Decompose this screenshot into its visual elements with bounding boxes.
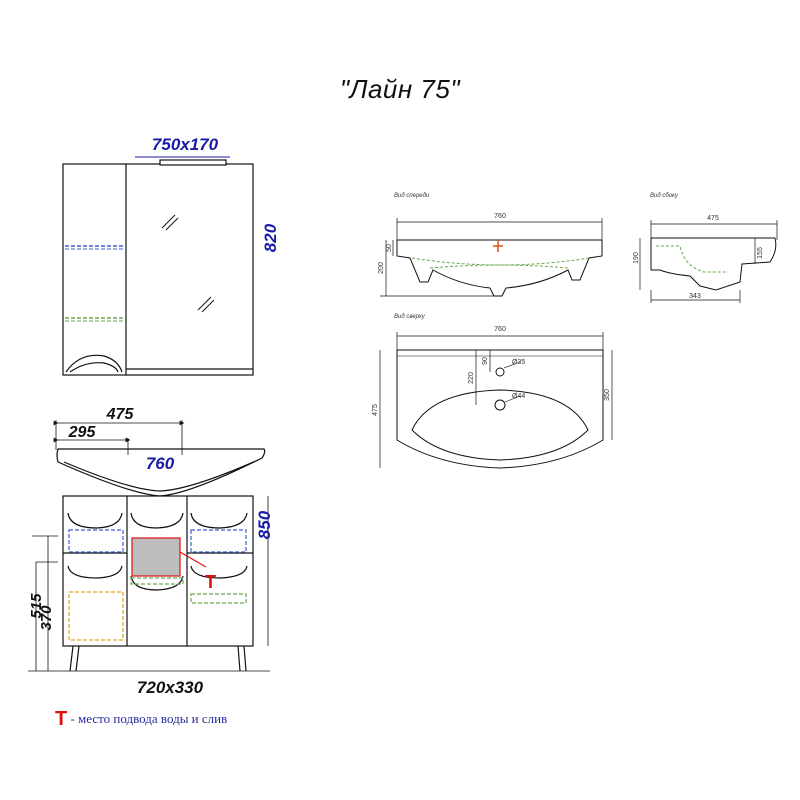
top-depth-label: 475 [372, 404, 379, 416]
top-hole1-label: Ø35 [512, 359, 525, 366]
mirror-cabinet [62, 156, 254, 376]
legend: Т - место подвода воды и слив [55, 708, 227, 731]
sink-side-view [639, 220, 778, 303]
vanity-height-label: 850 [255, 510, 274, 539]
front-h50-label: 50 [386, 244, 393, 252]
side-view-label: Вид сбоку [650, 193, 679, 199]
vanity-base-label: 720x330 [137, 678, 204, 697]
front-width-label: 760 [494, 213, 506, 220]
side-h190-label: 190 [633, 252, 640, 264]
sink-top-view [379, 332, 613, 469]
drawing-title: "Лайн 75" [339, 74, 461, 104]
side-depth-label: 475 [707, 215, 719, 222]
vanity-unit [28, 420, 270, 672]
front-view-label: Вид спереди [394, 193, 430, 199]
top-d350-label: 350 [604, 389, 611, 401]
water-marker: T [205, 572, 216, 592]
top-width-label: 760 [494, 326, 506, 333]
front-h200-label: 200 [378, 262, 385, 274]
legend-marker: Т [55, 708, 68, 730]
mirror-size-label: 750x170 [152, 135, 219, 154]
top-d220-label: 220 [468, 372, 475, 384]
side-d343-label: 343 [689, 293, 701, 300]
vanity-offset-label: 295 [68, 424, 97, 441]
sink-front-view [380, 218, 603, 297]
vanity-depth-label: 475 [106, 406, 135, 423]
vanity-width-label: 760 [146, 454, 175, 473]
mirror-height-label: 820 [261, 223, 280, 252]
top-view-label: Вид сверху [394, 314, 426, 320]
top-d90-label: 90 [482, 357, 489, 365]
top-hole2-label: Ø44 [512, 393, 525, 400]
legend-text: - место подвода воды и слив [67, 711, 228, 726]
side-h155-label: 155 [757, 247, 764, 259]
height-370-label: 370 [38, 605, 55, 631]
height-515-label: 515 [28, 593, 45, 619]
